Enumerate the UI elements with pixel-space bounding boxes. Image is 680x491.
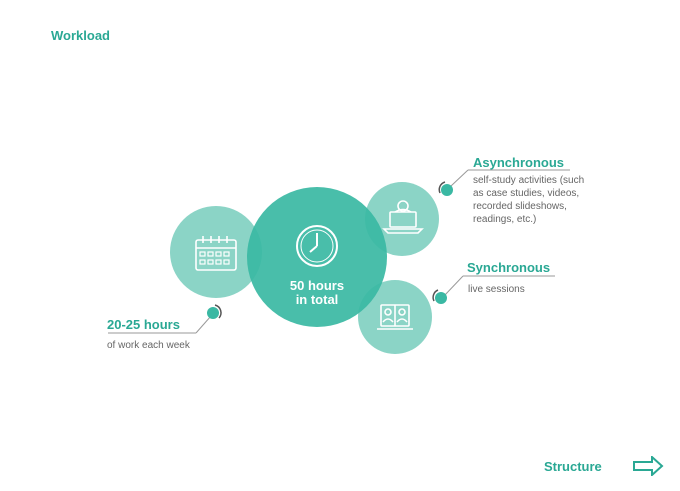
async-desc-line: readings, etc.) <box>473 214 537 225</box>
async-desc-line: self-study activities (such <box>473 175 585 186</box>
async-dot <box>438 181 453 196</box>
center-label: 50 hours in total <box>262 279 372 307</box>
async-desc-line: recorded slideshows, <box>473 201 567 212</box>
arrow-right-icon[interactable] <box>632 456 664 476</box>
async-description: self-study activities (such as case stud… <box>473 174 584 226</box>
weekly-description: of work each week <box>107 340 190 351</box>
center-label-line2: in total <box>295 292 339 307</box>
clock-icon <box>296 225 338 267</box>
center-circle <box>247 187 387 327</box>
sync-heading: Synchronous <box>467 260 551 275</box>
async-desc-line: as case studies, videos, <box>473 188 580 199</box>
video-call-icon <box>377 304 413 330</box>
weekly-dot <box>207 304 222 319</box>
weekly-heading: 20-25 hours <box>107 317 180 332</box>
sync-dot <box>432 289 447 304</box>
weekly-connector-line <box>195 315 212 334</box>
async-connector-line <box>450 169 469 187</box>
sync-description: live sessions <box>468 284 525 295</box>
laptop-user-icon <box>382 200 424 234</box>
next-section-link[interactable]: Structure <box>544 459 602 474</box>
center-label-line1: 50 hours <box>289 278 345 293</box>
sync-connector-line <box>443 275 464 297</box>
calendar-icon <box>195 236 237 271</box>
page-title: Workload <box>51 28 110 43</box>
async-heading: Asynchronous <box>473 155 565 170</box>
